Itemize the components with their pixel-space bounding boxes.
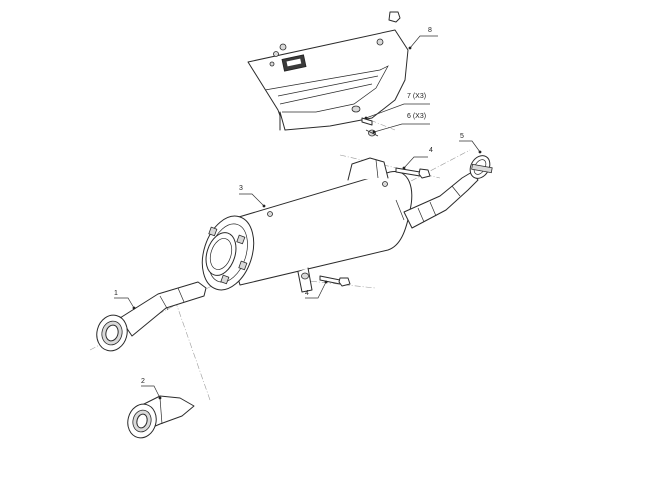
callout-3-label: 3 [239,185,243,192]
callout-8-label: 8 [428,27,432,34]
bolt-upper [395,167,431,179]
callout-leaders [114,35,482,400]
outlet-tip [96,281,207,352]
callout-7-label: 7 (X3) [407,93,427,100]
inlet-pipe [403,155,493,229]
bolt-lower [301,272,351,287]
callout-6-label: 6 (X3) [407,113,427,120]
muffler-body [201,157,413,293]
callout-1-label: 1 [114,290,118,297]
end-cap [127,395,195,439]
callout-2-label: 2 [141,378,145,385]
callout-4-lower-label: 4 [305,290,309,297]
callout-4-upper-label: 4 [429,147,433,154]
brand-logo-plate [281,54,307,72]
heat-shield [247,11,409,131]
callout-5-label: 5 [460,133,464,140]
